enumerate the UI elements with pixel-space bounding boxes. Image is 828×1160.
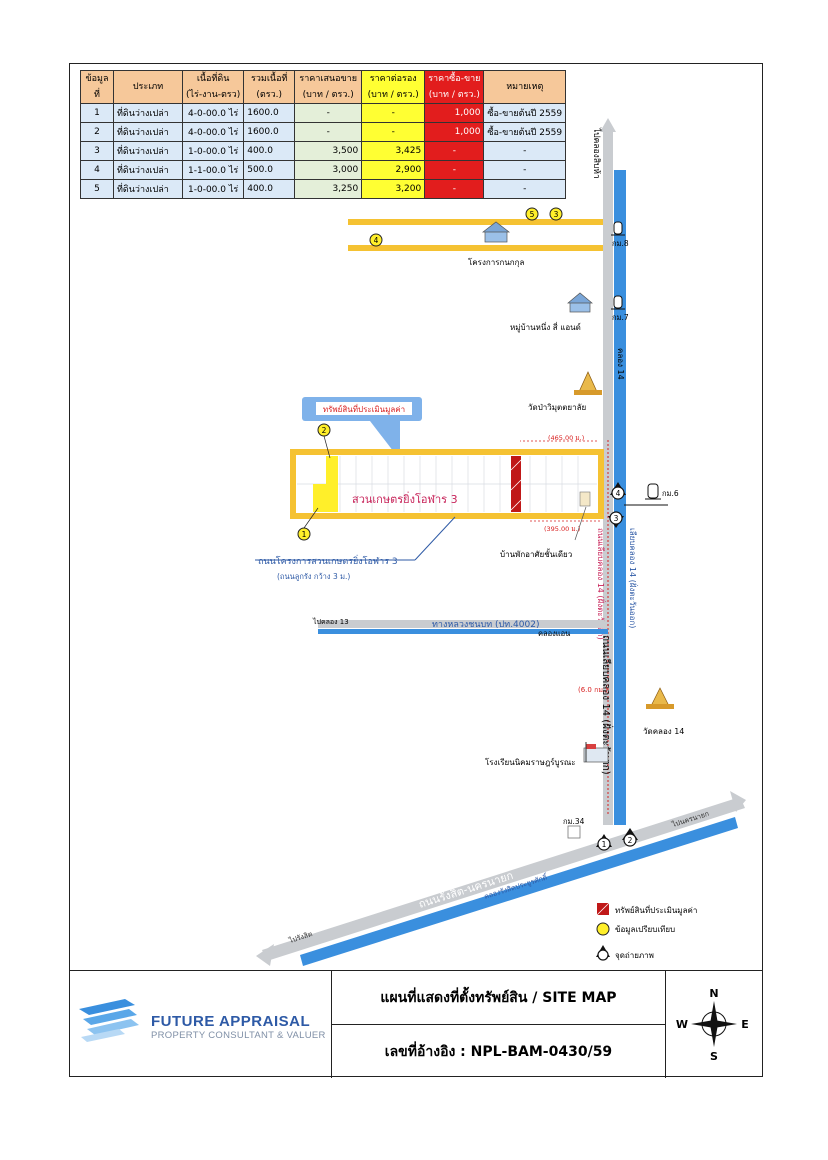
cell: - [294,122,363,142]
cell: - [483,160,567,180]
col-header: ประเภท [113,70,183,104]
cell: 3,425 [361,141,426,161]
compass-s: S [710,1050,718,1063]
cell: 1 [80,103,114,123]
cell: 4 [80,160,114,180]
map-frame [69,63,763,1077]
compass-n: N [709,987,718,1000]
map-title: แผนที่แสดงที่ตั้งทรัพย์สิน / SITE MAP [332,971,665,1025]
cell: - [424,179,485,199]
cell: 400.0 [243,141,296,161]
cell: 1-0-00.0 ไร่ [181,179,245,199]
table-header-row: ข้อมูลที่ ประเภท เนื้อที่ดิน(ไร่-งาน-ตรว… [80,70,567,104]
cell: - [424,160,485,180]
logo-box: FUTURE APPRAISAL PROPERTY CONSULTANT & V… [69,971,332,1078]
col-header: ราคาเสนอขาย(บาท / ตรว.) [294,70,363,104]
footer: FUTURE APPRAISAL PROPERTY CONSULTANT & V… [69,970,763,1078]
table-row: 5 ที่ดินว่างเปล่า 1-0-00.0 ไร่ 400.0 3,2… [80,179,567,199]
cell: ที่ดินว่างเปล่า [113,179,183,199]
cell: ที่ดินว่างเปล่า [113,103,183,123]
company-subtitle: PROPERTY CONSULTANT & VALUER [151,1030,326,1041]
col-header: หมายเหตุ [483,70,567,104]
cell: - [483,179,567,199]
cell: 3,500 [294,141,363,161]
col-header: ราคาต่อรอง(บาท / ตรว.) [361,70,426,104]
cell: 3,000 [294,160,363,180]
cell: 1,000 [424,122,485,142]
compass-e: E [741,1018,749,1031]
cell: ที่ดินว่างเปล่า [113,141,183,161]
col-header: ราคาซื้อ-ขาย(บาท / ตรว.) [424,70,485,104]
col-header: รวมเนื้อที่(ตรว.) [243,70,296,104]
comparison-table: ข้อมูลที่ ประเภท เนื้อที่ดิน(ไร่-งาน-ตรว… [80,70,567,199]
compass: N E S W [665,971,764,1078]
cell: ที่ดินว่างเปล่า [113,160,183,180]
cell: 2 [80,122,114,142]
cell: - [361,103,426,123]
col-header: ข้อมูลที่ [80,70,114,104]
cell: 3 [80,141,114,161]
cell: 3,200 [361,179,426,199]
company-logo-icon [79,999,139,1042]
compass-rose-icon: N E S W [676,987,749,1063]
cell: 3,250 [294,179,363,199]
reference-number: เลขที่อ้างอิง : NPL-BAM-0430/59 [384,1043,613,1060]
cell: ซื้อ-ขายต้นปี 2559 [483,122,567,142]
cell: 1,000 [424,103,485,123]
cell: 4-0-00.0 ไร่ [181,103,245,123]
cell: - [361,122,426,142]
table-row: 3 ที่ดินว่างเปล่า 1-0-00.0 ไร่ 400.0 3,5… [80,141,567,161]
cell: 1600.0 [243,103,296,123]
cell: ซื้อ-ขายต้นปี 2559 [483,103,567,123]
cell: 500.0 [243,160,296,180]
cell: - [294,103,363,123]
table-row: 4 ที่ดินว่างเปล่า 1-1-00.0 ไร่ 500.0 3,0… [80,160,567,180]
cell: 2,900 [361,160,426,180]
cell: 4-0-00.0 ไร่ [181,122,245,142]
table-row: 1 ที่ดินว่างเปล่า 4-0-00.0 ไร่ 1600.0 - … [80,103,567,123]
cell: 400.0 [243,179,296,199]
company-name: FUTURE APPRAISAL [151,1013,311,1030]
table-row: 2 ที่ดินว่างเปล่า 4-0-00.0 ไร่ 1600.0 - … [80,122,567,142]
cell: - [483,141,567,161]
cell: - [424,141,485,161]
cell: 5 [80,179,114,199]
cell: ที่ดินว่างเปล่า [113,122,183,142]
col-header: เนื้อที่ดิน(ไร่-งาน-ตรว) [181,70,245,104]
cell: 1-1-00.0 ไร่ [181,160,245,180]
cell: 1-0-00.0 ไร่ [181,141,245,161]
compass-w: W [676,1018,688,1031]
cell: 1600.0 [243,122,296,142]
